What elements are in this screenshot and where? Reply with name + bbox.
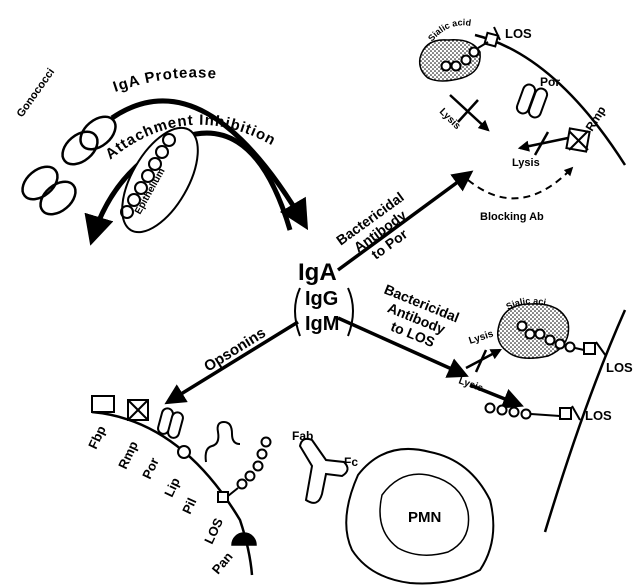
los-label-left: LOS (201, 515, 226, 546)
outer-membrane-top (475, 35, 625, 165)
fbp-label: Fbp (85, 423, 109, 451)
los-square-bottom-icon (560, 408, 571, 419)
bactericidal-por-arrow: Bactericidal Antibody to Por (333, 173, 470, 274)
los-label-bottom: LOS (585, 408, 612, 423)
gonococci-group: Gonococci (15, 66, 122, 221)
pmn-label: PMN (408, 509, 441, 526)
rmp-box-bottom-icon (128, 400, 148, 420)
los-label-top: LOS (505, 26, 532, 41)
lip-label: Lip (161, 475, 183, 499)
pil-label: Pil (179, 496, 199, 517)
blocking-ab-arrow (468, 168, 572, 198)
pmn-group: PMN (346, 449, 493, 584)
por-label-bottom: Por (139, 455, 162, 481)
lysis-label-bottom: Lysis (457, 375, 485, 394)
por-rmp-panel: LOS Sialic acid Lysis Por Rmp (420, 17, 625, 223)
iga-label: IgA (298, 259, 337, 286)
bracket-right-icon (348, 288, 353, 336)
opsonins-arrow: Opsonins (168, 322, 298, 402)
immunoglobulin-center: IgA IgG IgM (295, 259, 353, 336)
bracket-left-icon (295, 288, 300, 336)
igm-label: IgM (305, 313, 339, 335)
por-bottom-icon (157, 407, 184, 439)
igg-label: IgG (305, 288, 338, 310)
lip-icon (178, 446, 190, 458)
gonococci-label: Gonococci (15, 66, 58, 119)
antibody-y-icon (300, 439, 348, 503)
blocking-ab-label: Blocking Ab (480, 211, 544, 223)
fbp-icon (92, 396, 114, 412)
rmp-label-bottom: Rmp (115, 439, 141, 472)
iga-protease-label: IgA Protease (111, 64, 218, 95)
los-label-mid: LOS (606, 360, 633, 375)
los-chain-bottom-icon (486, 404, 561, 419)
los-chain-left-icon (218, 438, 271, 503)
los-square-top-icon (485, 33, 498, 46)
opsonins-label: Opsonins (201, 324, 269, 375)
lysis-label-top: Lysis (437, 106, 463, 132)
lysis-label-mid: Lysis (468, 328, 496, 346)
membrane-components-panel: Fbp Rmp Por Lip Pil LOS (85, 396, 270, 577)
rmp-label-top: Rmp (583, 104, 609, 134)
bactericidal-los-arrow: Bactericidal Antibody to LOS (338, 281, 465, 375)
antibody-group: Fab Fc (292, 429, 358, 503)
pan-label: Pan (209, 549, 236, 577)
lysis-label-rmp: Lysis (512, 157, 540, 169)
rmp-box-icon (566, 128, 589, 151)
pan-icon (232, 533, 256, 545)
por-label-top: Por (540, 75, 560, 89)
los-square-mid-icon (584, 343, 595, 354)
pilus-icon (206, 422, 240, 462)
